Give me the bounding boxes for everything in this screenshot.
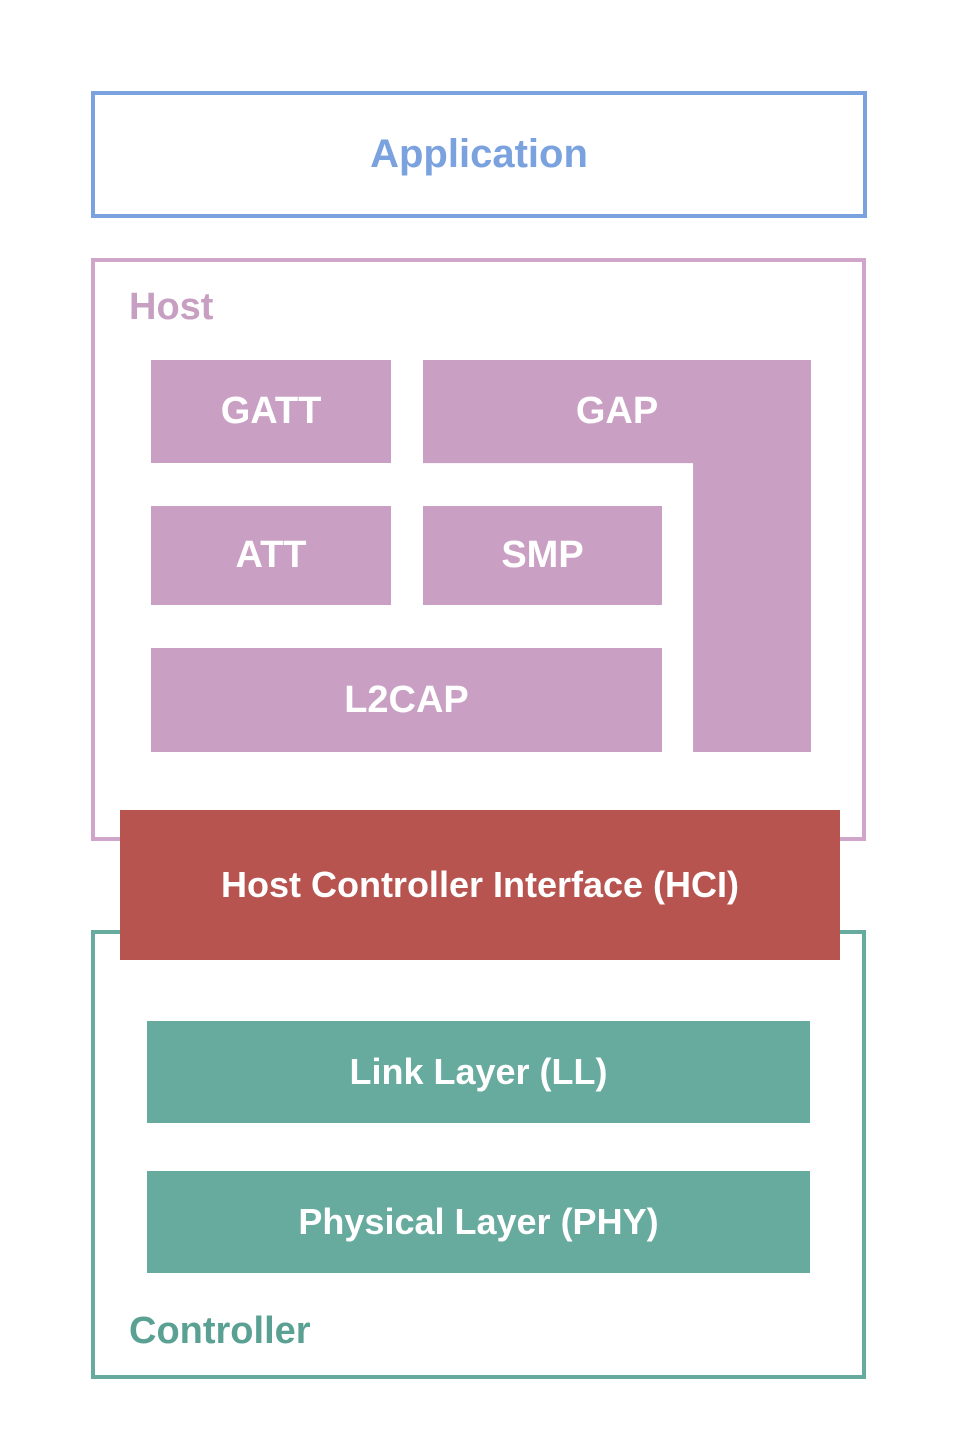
gatt-label: GATT bbox=[220, 390, 322, 432]
hci-label: Host Controller Interface (HCI) bbox=[220, 864, 740, 905]
smp-label: SMP bbox=[501, 534, 584, 576]
att-label: ATT bbox=[235, 534, 307, 576]
gap-label: GAP bbox=[575, 390, 659, 432]
hci-block: Host Controller Interface (HCI) bbox=[120, 810, 840, 960]
physical-layer-label: Physical Layer (PHY) bbox=[298, 1201, 659, 1242]
link-layer-label: Link Layer (LL) bbox=[349, 1051, 608, 1092]
host-label: Host bbox=[129, 286, 214, 328]
gap-label-zone: GAP bbox=[423, 360, 811, 463]
att-block: ATT bbox=[151, 506, 391, 605]
smp-block: SMP bbox=[423, 506, 662, 605]
controller-label: Controller bbox=[129, 1310, 311, 1352]
application-box: Application bbox=[91, 91, 867, 218]
l2cap-block: L2CAP bbox=[151, 648, 662, 752]
l2cap-label: L2CAP bbox=[344, 678, 469, 721]
gatt-block: GATT bbox=[151, 360, 391, 463]
physical-layer-block: Physical Layer (PHY) bbox=[147, 1171, 810, 1273]
link-layer-block: Link Layer (LL) bbox=[147, 1021, 810, 1123]
application-label: Application bbox=[370, 132, 588, 176]
controller-container: Controller bbox=[91, 930, 866, 1379]
